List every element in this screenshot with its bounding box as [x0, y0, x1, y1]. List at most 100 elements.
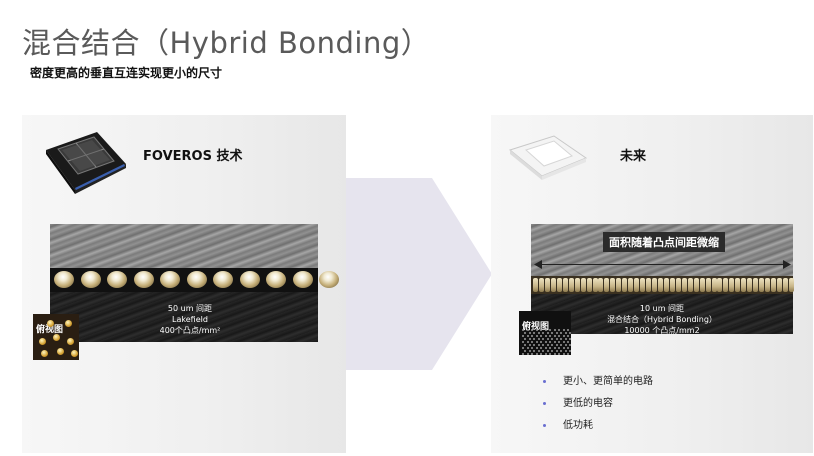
top-view-bump	[542, 338, 544, 340]
top-view-bump	[553, 329, 556, 331]
hybrid-bond-bump-row	[531, 276, 794, 294]
top-view-bump	[537, 332, 540, 334]
solder-ball	[239, 271, 260, 288]
top-view-bump	[553, 353, 556, 355]
top-view-bump	[53, 334, 60, 341]
top-view-bump	[560, 332, 562, 334]
foveros-chip-image	[46, 132, 126, 194]
slide-subtitle: 密度更高的垂直互连实现更小的尺寸	[30, 66, 223, 80]
top-view-bump	[544, 329, 547, 331]
hybrid-bond-bump	[634, 278, 640, 292]
top-view-bump	[535, 353, 538, 355]
hybrid-bond-bump	[729, 278, 735, 292]
top-view-bump	[57, 348, 64, 355]
hybrid-bond-bump	[604, 278, 610, 292]
hybrid-bond-bump	[741, 278, 747, 292]
hybrid-bond-bump	[669, 278, 675, 292]
top-view-bump	[549, 353, 551, 355]
top-view-bump	[524, 350, 526, 352]
top-view-bump	[537, 350, 540, 352]
top-view-bump	[526, 347, 529, 349]
foveros-product: Lakefield	[172, 315, 208, 324]
span-arrow-left-icon	[534, 260, 542, 269]
hybrid-bond-bump	[640, 278, 646, 292]
top-view-bump	[47, 320, 54, 327]
top-view-bump	[546, 344, 549, 346]
future-caption: 10 um 间距 混合结合（Hybrid Bonding） 10000 个凸点/…	[592, 303, 732, 336]
top-view-bump	[562, 341, 565, 343]
future-density: 10000 个凸点/mm2	[624, 326, 700, 335]
top-view-bump	[555, 338, 558, 340]
top-view-bump	[544, 353, 547, 355]
top-view-bump	[562, 335, 565, 337]
top-view-bump	[553, 347, 556, 349]
top-view-bump	[533, 338, 535, 340]
top-view-bump	[535, 347, 538, 349]
top-view-bump	[558, 353, 560, 355]
future-bottom-die	[531, 294, 793, 334]
top-view-bump	[544, 341, 547, 343]
top-view-bump	[540, 329, 542, 331]
top-view-bump	[522, 341, 524, 343]
hybrid-bond-bump	[693, 278, 699, 292]
top-view-bump	[558, 329, 560, 331]
top-view-bump	[542, 344, 544, 346]
top-view-bump	[549, 335, 551, 337]
top-view-bump	[558, 341, 560, 343]
top-view-bump	[567, 329, 569, 331]
top-view-bump	[524, 338, 526, 340]
hybrid-bond-bump	[747, 278, 753, 292]
bullet-dot-icon	[543, 379, 546, 383]
solder-ball	[133, 271, 154, 288]
hybrid-bond-bump	[586, 278, 592, 292]
top-view-bump	[564, 338, 567, 340]
top-view-bump	[546, 332, 549, 334]
hybrid-bond-bump	[675, 278, 681, 292]
future-pitch: 10 um 间距	[639, 304, 685, 313]
top-view-bump	[549, 341, 551, 343]
foveros-heading: FOVEROS 技术	[143, 149, 243, 164]
top-view-bump	[531, 341, 533, 343]
span-arrow-right-icon	[783, 260, 791, 269]
hybrid-bond-bump	[771, 278, 776, 292]
bullet-item: 更小、更简单的电路	[543, 372, 653, 387]
top-view-bump	[533, 350, 535, 352]
hybrid-bond-bump	[711, 278, 717, 292]
top-view-bump	[67, 338, 74, 345]
top-view-bump	[522, 329, 524, 331]
top-view-bump	[522, 347, 524, 349]
foveros-pitch: 50 um 间距	[167, 304, 213, 313]
future-top-view-label: 俯视图	[522, 322, 550, 332]
top-view-bump	[531, 329, 533, 331]
top-view-bump	[569, 344, 571, 346]
top-view-bump	[551, 338, 553, 340]
top-view-bump	[540, 341, 542, 343]
top-view-bump	[528, 332, 531, 334]
foveros-bottom-die	[50, 292, 318, 342]
solder-ball	[266, 271, 286, 288]
foveros-density: 400个凸点/mm²	[159, 326, 221, 335]
top-view-bump	[65, 320, 72, 327]
hybrid-bond-bump	[663, 278, 669, 292]
hybrid-bond-bump	[717, 278, 723, 292]
solder-ball	[54, 271, 74, 288]
slide-title: 混合结合（Hybrid Bonding）	[22, 26, 431, 60]
top-view-bump	[535, 341, 538, 343]
top-view-bump	[542, 332, 544, 334]
bullet-item: 更低的电容	[543, 394, 613, 409]
top-view-bump	[569, 332, 571, 334]
top-view-bump	[537, 344, 540, 346]
top-view-bump	[542, 350, 544, 352]
hybrid-bond-bump	[533, 278, 538, 292]
hybrid-bond-bump	[735, 278, 741, 292]
top-view-bump	[553, 335, 556, 337]
hybrid-bond-bump	[574, 278, 580, 292]
hybrid-bond-bump	[610, 278, 616, 292]
foveros-caption: 50 um 间距 Lakefield 400个凸点/mm²	[150, 303, 230, 336]
hybrid-bond-bump	[681, 278, 687, 292]
top-view-bump	[526, 329, 529, 331]
top-view-bump	[567, 347, 569, 349]
hybrid-bond-bump	[628, 278, 634, 292]
hybrid-bond-bump	[782, 278, 788, 292]
hybrid-bond-bump	[776, 278, 782, 292]
